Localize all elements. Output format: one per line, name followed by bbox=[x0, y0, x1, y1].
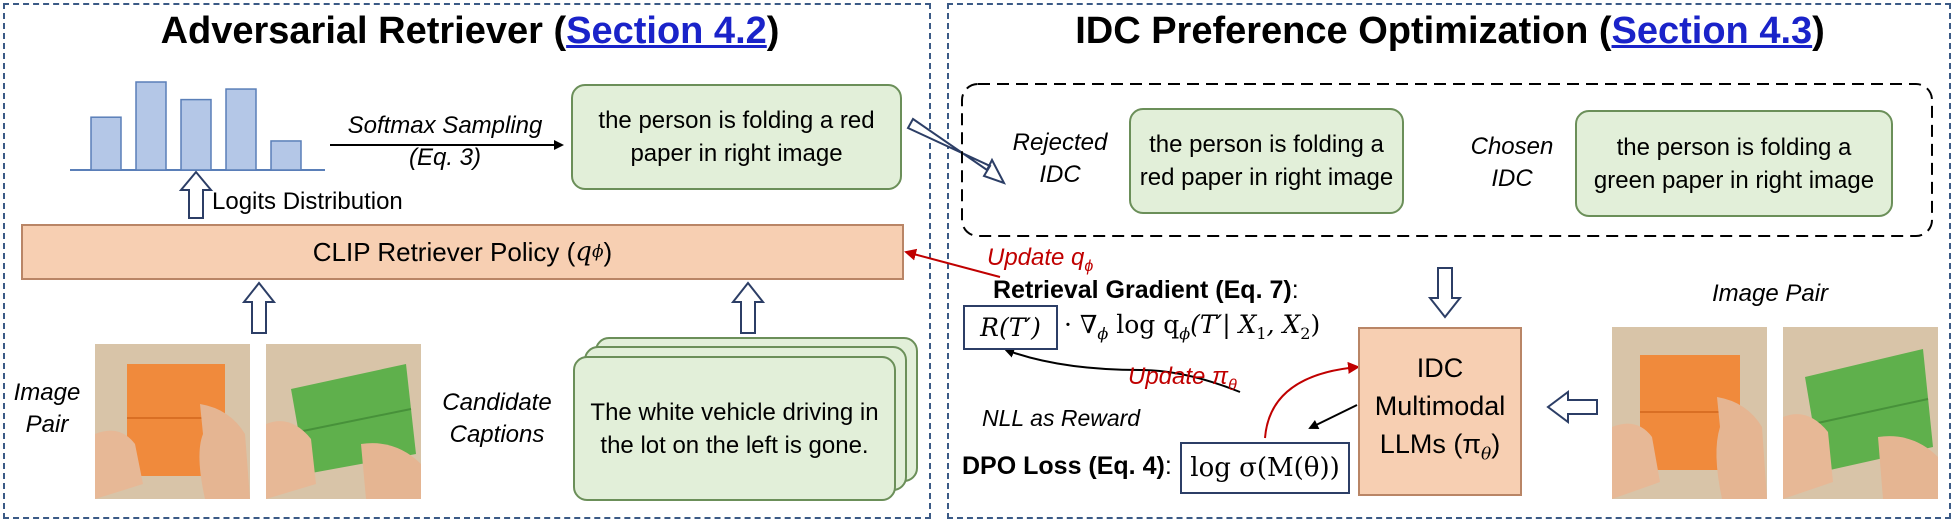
rejected-caption-box: the person is folding a red paper in rig… bbox=[1129, 108, 1404, 214]
update-pi-label: Update πθ bbox=[1128, 363, 1237, 394]
sampled-caption-box: the person is folding a red paper in rig… bbox=[571, 84, 902, 190]
reward-term-box: R(T′) bbox=[963, 305, 1058, 350]
image-pair-right-orange bbox=[1612, 327, 1767, 499]
nll-as-reward-label: NLL as Reward bbox=[982, 405, 1141, 431]
retrieval-gradient-label: Retrieval Gradient (Eq. 7): bbox=[993, 276, 1299, 304]
idc-to-dpo-arrow bbox=[1308, 404, 1358, 429]
left-panel-title: Adversarial Retriever (Section 4.2) bbox=[160, 10, 780, 52]
histogram-bar bbox=[225, 88, 257, 171]
dpo-formula-box: log σ(M(θ)) bbox=[1180, 442, 1350, 494]
image-pair-to-idc-arrow bbox=[1546, 390, 1598, 424]
captions-to-policy-arrow bbox=[730, 281, 766, 334]
rejected-idc-label: Rejected IDC bbox=[1012, 129, 1108, 188]
right-panel bbox=[947, 3, 1951, 519]
update-q-label: Update qϕ bbox=[987, 244, 1094, 275]
histogram-bar bbox=[135, 81, 167, 171]
image-pair-label-right: Image Pair bbox=[1711, 280, 1829, 307]
chosen-caption-box: the person is folding a green paper in r… bbox=[1575, 110, 1893, 217]
image-pair-left-orange bbox=[95, 344, 250, 499]
softmax-sampling-label: Softmax Sampling (Eq. 3) bbox=[347, 112, 543, 171]
candidate-caption-box: The white vehicle driving in the lot on … bbox=[573, 356, 896, 501]
image-pair-right-green bbox=[1783, 327, 1938, 499]
image-pair-left-green bbox=[266, 344, 421, 499]
nll-reward-arrow bbox=[1004, 348, 1241, 393]
idc-multimodal-llm-box: IDC Multimodal LLMs (πθ) bbox=[1358, 327, 1522, 496]
preference-pair-box bbox=[961, 83, 1933, 237]
histogram-bar bbox=[90, 116, 122, 171]
logits-distribution-label: Logits Distribution bbox=[212, 188, 403, 215]
histogram-bar bbox=[180, 98, 212, 171]
update-pi-arrow bbox=[1264, 361, 1360, 439]
gradient-formula: · ∇ϕ log qϕ(T′| X1, X2) bbox=[1064, 310, 1321, 343]
right-panel-title: IDC Preference Optimization (Section 4.3… bbox=[1075, 10, 1825, 52]
image-to-policy-arrow bbox=[241, 281, 277, 334]
histogram-bar bbox=[270, 140, 302, 171]
update-q-arrow bbox=[904, 248, 1001, 278]
candidate-captions-label: Candidate Captions bbox=[442, 389, 552, 448]
preference-to-idc-arrow bbox=[1427, 267, 1463, 319]
to-rejected-arrow bbox=[906, 117, 1007, 185]
image-pair-label-left: Image Pair bbox=[13, 379, 81, 438]
logits-up-arrow bbox=[178, 170, 214, 219]
histogram-bars bbox=[90, 81, 302, 171]
section-4-3-link[interactable]: Section 4.3 bbox=[1611, 10, 1813, 52]
section-4-2-link[interactable]: Section 4.2 bbox=[566, 10, 767, 52]
left-panel bbox=[3, 3, 931, 519]
chosen-idc-label: Chosen IDC bbox=[1470, 133, 1554, 192]
dpo-loss-label: DPO Loss (Eq. 4): bbox=[962, 452, 1172, 480]
